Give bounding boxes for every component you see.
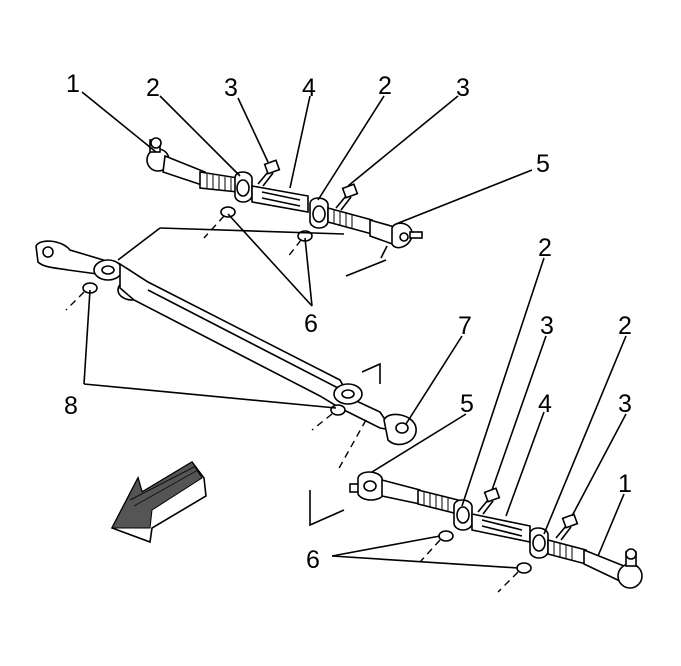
- callout-bot-3b: 3: [618, 390, 632, 418]
- front-direction-arrow-icon: [110, 460, 207, 544]
- callout-top-2a: 2: [146, 74, 160, 102]
- callout-top-5: 5: [536, 150, 550, 178]
- bottom-clamp-right: [529, 527, 549, 559]
- top-bolt-right: [335, 183, 359, 211]
- callout-top-4: 4: [302, 74, 316, 102]
- top-nuts: [220, 206, 313, 242]
- callout-mid-7: 7: [458, 312, 472, 340]
- callout-top-2b: 2: [378, 72, 392, 100]
- top-tie-rod-assembly: [146, 137, 423, 259]
- top-clamp-right: [309, 197, 329, 229]
- callout-bot-4: 4: [538, 390, 552, 418]
- relay-rod: [35, 240, 417, 446]
- relay-nut-right: [330, 404, 346, 416]
- bottom-bolt-left: [477, 487, 501, 515]
- bottom-bolt-right: [555, 513, 579, 541]
- leader-lines: [81, 91, 627, 569]
- callout-bot-6: 6: [306, 546, 320, 574]
- bottom-inner-tie-rod: [349, 471, 459, 516]
- bottom-nuts: [438, 530, 532, 574]
- callout-bot-2b: 2: [618, 312, 632, 340]
- callout-labels: 1 2 3 4 2 3 5 6 7 8 2 3 2 5 4 3 1 6: [64, 70, 632, 574]
- callout-bot-1: 1: [618, 470, 632, 498]
- callout-top-3b: 3: [456, 74, 470, 102]
- top-inner-tie-rod: [327, 206, 423, 259]
- callout-top-1: 1: [66, 70, 80, 98]
- bottom-outer-tie-rod-end: [547, 538, 643, 589]
- callout-bot-2a: 2: [538, 234, 552, 262]
- callout-mid-8: 8: [64, 392, 78, 420]
- callout-bot-3a: 3: [540, 312, 554, 340]
- top-outer-tie-rod-end: [146, 137, 239, 193]
- bottom-adjuster-sleeve: [471, 513, 531, 543]
- top-bolt-left: [257, 159, 281, 187]
- top-adjuster-sleeve: [251, 185, 309, 213]
- callout-mid-6: 6: [304, 310, 318, 338]
- callout-bot-5: 5: [460, 390, 474, 418]
- top-clamp-left: [234, 171, 253, 203]
- bottom-tie-rod-assembly: [349, 471, 643, 593]
- callout-top-3a: 3: [224, 74, 238, 102]
